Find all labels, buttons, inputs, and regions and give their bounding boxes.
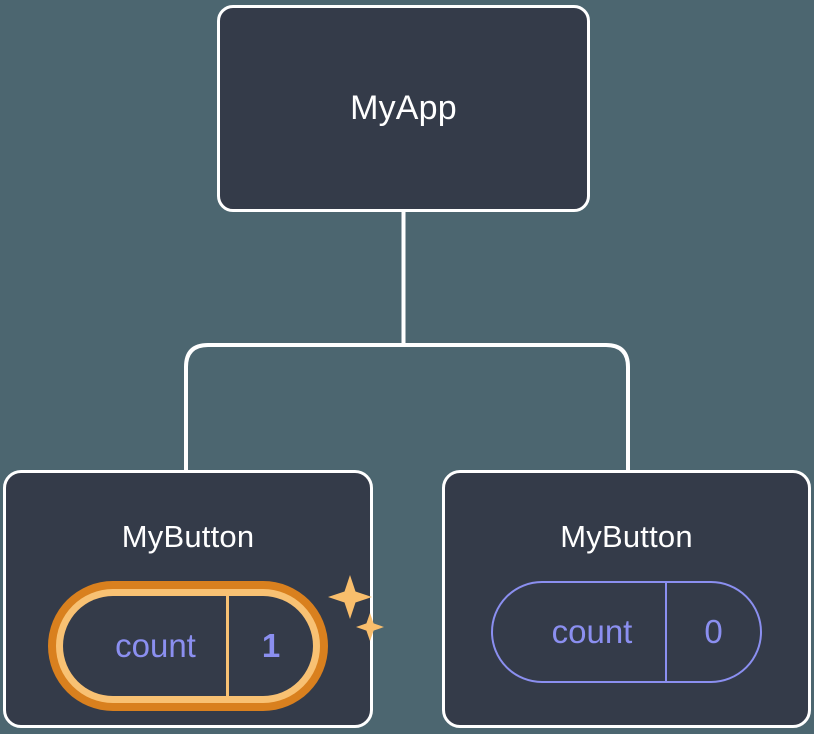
node-mybutton-2-title: MyButton [560,519,693,554]
state-pill-key: count [115,627,196,664]
state-pill-value: 0 [665,583,760,681]
state-pill-count-highlighted[interactable]: count 1 [48,581,328,711]
state-pill-count[interactable]: count 0 [491,581,762,683]
state-pill-key: count [551,613,633,650]
sparkle-small-icon [356,613,384,641]
node-mybutton-1-title: MyButton [121,519,255,554]
state-pill-core: count 1 [63,596,313,696]
sparkle-large-icon [328,575,372,619]
state-pill-value: 1 [226,596,313,696]
node-mybutton-2[interactable]: MyButton count 0 [442,470,811,728]
node-myapp-title: MyApp [350,89,457,127]
node-mybutton-1[interactable]: MyButton count 1 [3,470,384,728]
sparkles-group [328,575,384,641]
connector-branch-bus [184,343,630,470]
state-pill-wrapper-1: count 1 [48,575,384,711]
state-pill-wrapper-2: count 0 [491,581,762,683]
node-myapp[interactable]: MyApp [217,5,590,212]
